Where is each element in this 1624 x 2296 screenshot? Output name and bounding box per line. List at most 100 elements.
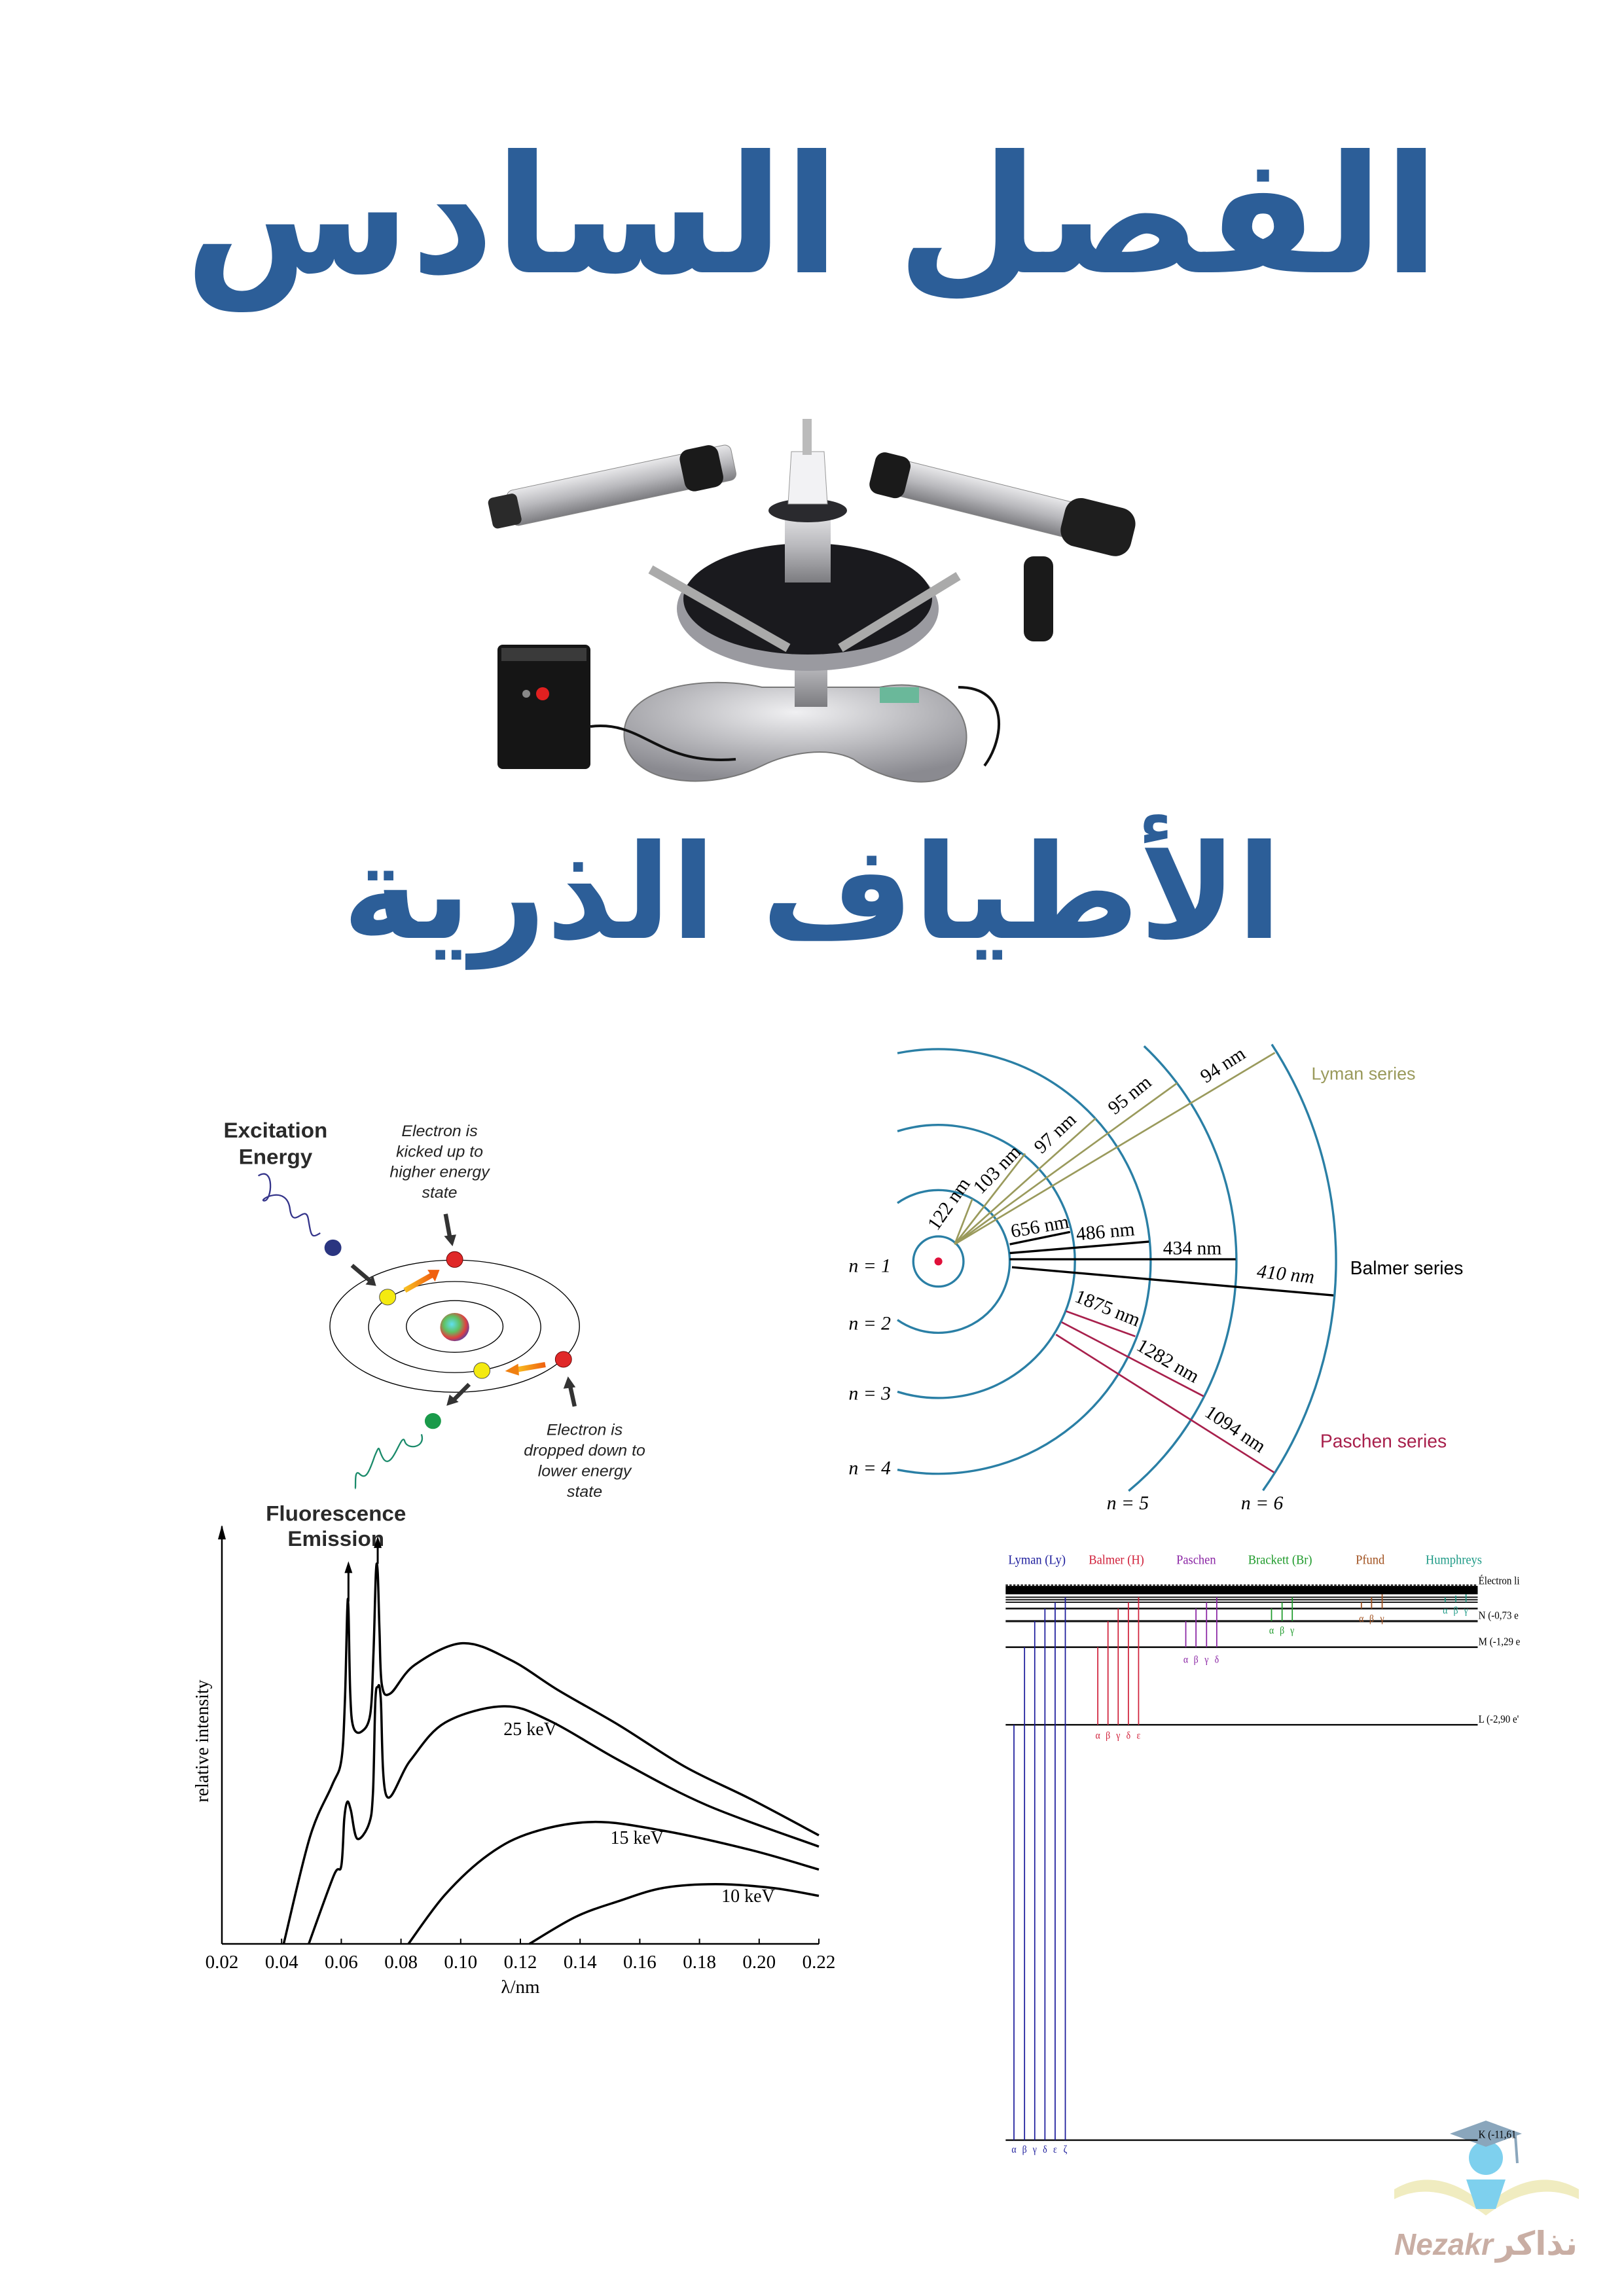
nezakr-logo: Nezakr نذاكر [1394, 2121, 1579, 2263]
spectrometer-prism-holder [785, 511, 831, 583]
greek-label: β [1369, 1614, 1374, 1625]
series-label: 15 keV [610, 1828, 664, 1848]
cable [590, 725, 736, 761]
greek-label: α [1011, 2144, 1017, 2155]
drop-arrow-head [505, 1363, 519, 1376]
series-header: Paschen [1176, 1553, 1216, 1568]
electron-ground-2 [473, 1362, 491, 1379]
paschen-series-label: Paschen series [1320, 1430, 1447, 1451]
level-label-n4: n = 4 [849, 1458, 892, 1479]
arrow-kicked [443, 1213, 452, 1240]
nucleus [440, 1313, 469, 1342]
lyman-line [954, 1198, 973, 1245]
ionization-band [1005, 1586, 1478, 1594]
x-tick-label: 0.22 [803, 1952, 836, 1973]
power-supply-top [501, 648, 586, 661]
lyman-line-label: 97 nm [1030, 1109, 1081, 1158]
series-label: 25 keV [503, 1719, 557, 1740]
lyman-line [954, 1052, 1276, 1246]
series-line-3 [528, 1883, 820, 1945]
y-axis-arrow [218, 1525, 226, 1539]
dropped-caption: state [567, 1483, 602, 1501]
paschen-line-label: 1875 nm [1072, 1286, 1144, 1331]
x-tick-label: 0.08 [384, 1952, 418, 1973]
lyman-line [954, 1153, 1026, 1245]
balmer-line-label: 434 nm [1163, 1238, 1222, 1259]
level-energy-label: K (-11,61 [1479, 2129, 1517, 2141]
x-tick-label: 0.12 [504, 1952, 537, 1973]
orbit-n5 [1128, 1045, 1238, 1492]
level-energy-label: M (-1,29 e [1479, 1636, 1521, 1648]
dropped-caption: dropped down to [524, 1442, 645, 1460]
greek-label: γ [1290, 1626, 1295, 1637]
paschen-line [1061, 1321, 1204, 1397]
x-tick-label: 0.10 [444, 1952, 477, 1973]
fluorescence-label: Fluorescence [266, 1501, 406, 1525]
orbit-n2 [897, 1189, 1011, 1335]
middle-orbit [368, 1281, 541, 1373]
kicked-caption: higher energy [389, 1164, 490, 1181]
series-header: Brackett (Br) [1248, 1553, 1312, 1568]
excitation-label: Excitation [224, 1119, 328, 1142]
balmer-line [1011, 1266, 1334, 1297]
support-arm [838, 572, 961, 652]
level-energy-label: Électron li [1479, 1574, 1520, 1587]
prism-clamp [803, 419, 812, 455]
balmer-series-label: Balmer series [1350, 1257, 1464, 1278]
greek-label: β [1280, 1626, 1284, 1637]
section-title: الأطياف الذرية [342, 817, 1282, 969]
balmer-line [1009, 1240, 1149, 1255]
greek-label: δ [1215, 1655, 1219, 1666]
x-tick-label: 0.20 [742, 1952, 776, 1973]
orbit-n1 [912, 1235, 965, 1288]
nucleus [934, 1257, 943, 1266]
paschen-line-label: 1282 nm [1133, 1335, 1202, 1388]
excitation-wave [257, 1173, 321, 1237]
logo-arabic: نذاكر [1494, 2225, 1578, 2263]
graduate-head-icon [1469, 2141, 1503, 2175]
kicked-caption: state [422, 1184, 458, 1202]
series-line-0 [282, 1562, 820, 1945]
arrow-dropped [568, 1384, 577, 1407]
book-icon [1394, 2179, 1579, 2215]
dropped-caption: lower energy [538, 1463, 632, 1480]
series-label: 10 keV [721, 1886, 775, 1907]
greek-label: γ [1464, 1605, 1469, 1617]
cap-tassel-icon [1514, 2135, 1519, 2164]
paschen-line [1066, 1310, 1136, 1338]
x-tick-label: 0.18 [683, 1952, 716, 1973]
lyman-line-label: 94 nm [1197, 1043, 1249, 1088]
telescope-tube [869, 452, 1136, 556]
greek-label: γ [1380, 1614, 1385, 1625]
connector [880, 687, 919, 703]
chapter-title: الفصل السادس [184, 120, 1440, 311]
photon-out [424, 1413, 441, 1429]
greek-label: γ [1115, 1731, 1121, 1742]
orbit-n4 [897, 1048, 1152, 1475]
collimator-tube [488, 444, 736, 529]
spectrometer-base [623, 681, 967, 783]
peak-arrowhead [374, 1536, 382, 1549]
electron-ground [379, 1289, 397, 1306]
level-energy-label: N (-0,73 e [1479, 1610, 1519, 1622]
series-line-2 [407, 1820, 820, 1945]
greek-label: α [1359, 1614, 1364, 1625]
lyman-line [954, 1082, 1178, 1246]
greek-label: ε [1137, 1731, 1141, 1742]
greek-label: β [1022, 2144, 1027, 2155]
series-header: Humphreys [1426, 1553, 1482, 1568]
arrow-in-head [365, 1276, 376, 1286]
orbit-n6 [1262, 1043, 1337, 1492]
peak-arrowhead [344, 1561, 353, 1573]
x-tick-label: 0.04 [265, 1952, 298, 1973]
series-line-1 [308, 1684, 820, 1945]
level-label-n2: n = 2 [849, 1314, 892, 1335]
greek-label: β [1194, 1655, 1199, 1666]
graduate-body-icon [1466, 2179, 1506, 2209]
balmer-line-label: 410 nm [1256, 1261, 1316, 1288]
x-axis-label: λ/nm [501, 1977, 540, 1998]
arrow-out [451, 1382, 471, 1402]
power-knob [522, 690, 530, 698]
excitation-label: Energy [239, 1145, 313, 1168]
